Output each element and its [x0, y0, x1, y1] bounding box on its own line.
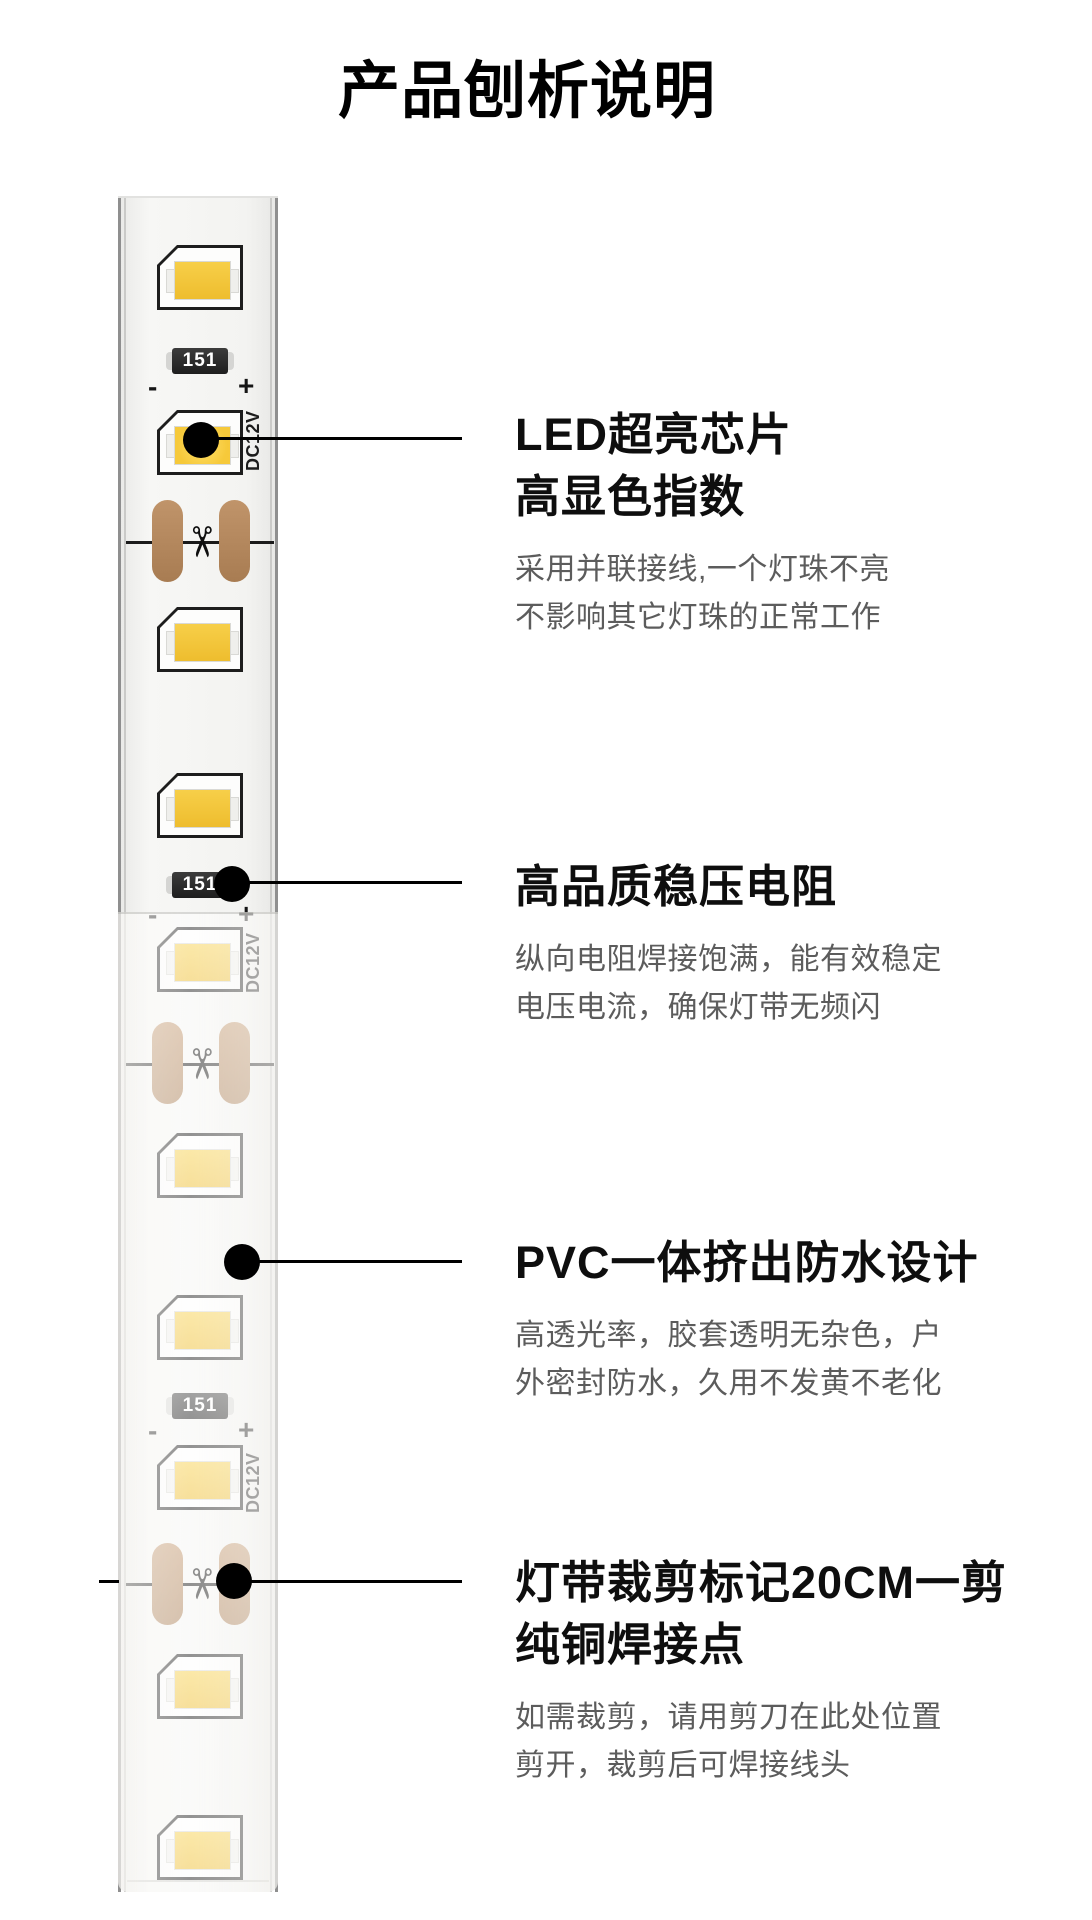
led-chip-body: [160, 776, 240, 835]
polarity-minus-label: -: [148, 371, 158, 402]
callout-pvc-waterproof: PVC一体挤出防水设计 高透光率，胶套透明无杂色，户 外密封防水，久用不发黄不老…: [515, 1232, 979, 1408]
callout-heading: PVC一体挤出防水设计: [515, 1237, 979, 1288]
resistor-cap: [166, 352, 177, 370]
led-chip-body: [160, 610, 240, 669]
scissors-icon: ✂: [177, 524, 227, 560]
resistor: 151: [166, 348, 234, 374]
callout-heading: LED超亮芯片: [515, 409, 793, 460]
callout-line-led: [201, 437, 462, 440]
callout-heading: 纯铜焊接点: [515, 1619, 746, 1670]
led-phosphor: [166, 623, 239, 662]
callout-led-chip: LED超亮芯片 高显色指数 采用并联接线,一个灯珠不亮 不影响其它灯珠的正常工作: [515, 404, 890, 642]
callout-description: 高透光率，胶套透明无杂色，户 外密封防水，久用不发黄不老化: [515, 1319, 942, 1400]
callout-dot-resistor: [214, 866, 250, 902]
callout-heading: 灯带裁剪标记20CM一剪: [515, 1557, 1008, 1608]
voltage-label: DC12V: [243, 410, 263, 472]
led-chip-outline: [157, 773, 243, 838]
resistor-cap: [223, 352, 234, 370]
resistor-value: 151: [172, 348, 228, 374]
led-chip-outline: [157, 607, 243, 672]
cut-line-tick: [99, 1580, 119, 1583]
led-chip: [157, 773, 243, 838]
cut-line: [126, 541, 274, 544]
callout-description: 纵向电阻焊接饱满，能有效稳定 电压电流，确保灯带无频闪: [515, 943, 942, 1024]
copper-solder-pad: [152, 500, 183, 582]
pvc-sleeve-overlay: [118, 912, 278, 1892]
led-chip-outline: [157, 245, 243, 310]
callout-description: 采用并联接线,一个灯珠不亮 不影响其它灯珠的正常工作: [515, 553, 890, 634]
led-strip: ✂ ✂ ✂: [118, 196, 278, 1892]
page-title: 产品刨析说明: [338, 57, 717, 126]
copper-solder-pad: [219, 500, 250, 582]
led-phosphor: [166, 789, 239, 828]
callout-dot-led: [183, 422, 219, 458]
callout-heading: 高品质稳压电阻: [515, 861, 838, 912]
callout-resistor: 高品质稳压电阻 纵向电阻焊接饱满，能有效稳定 电压电流，确保灯带无频闪: [515, 856, 942, 1032]
led-chip-body: [160, 248, 240, 307]
callout-line-cut: [234, 1580, 462, 1583]
callout-heading: 高显色指数: [515, 471, 746, 522]
polarity-plus-label: +: [238, 370, 255, 401]
led-chip: [157, 607, 243, 672]
resistor-cap: [166, 876, 177, 894]
led-chip: [157, 245, 243, 310]
callout-cut-mark: 灯带裁剪标记20CM一剪 纯铜焊接点 如需裁剪，请用剪刀在此处位置 剪开，裁剪后…: [515, 1552, 1007, 1790]
led-phosphor: [166, 261, 239, 300]
callout-line-resistor: [232, 881, 462, 884]
callout-description: 如需裁剪，请用剪刀在此处位置 剪开，裁剪后可焊接线头: [515, 1701, 942, 1782]
callout-line-pvc: [242, 1260, 462, 1263]
